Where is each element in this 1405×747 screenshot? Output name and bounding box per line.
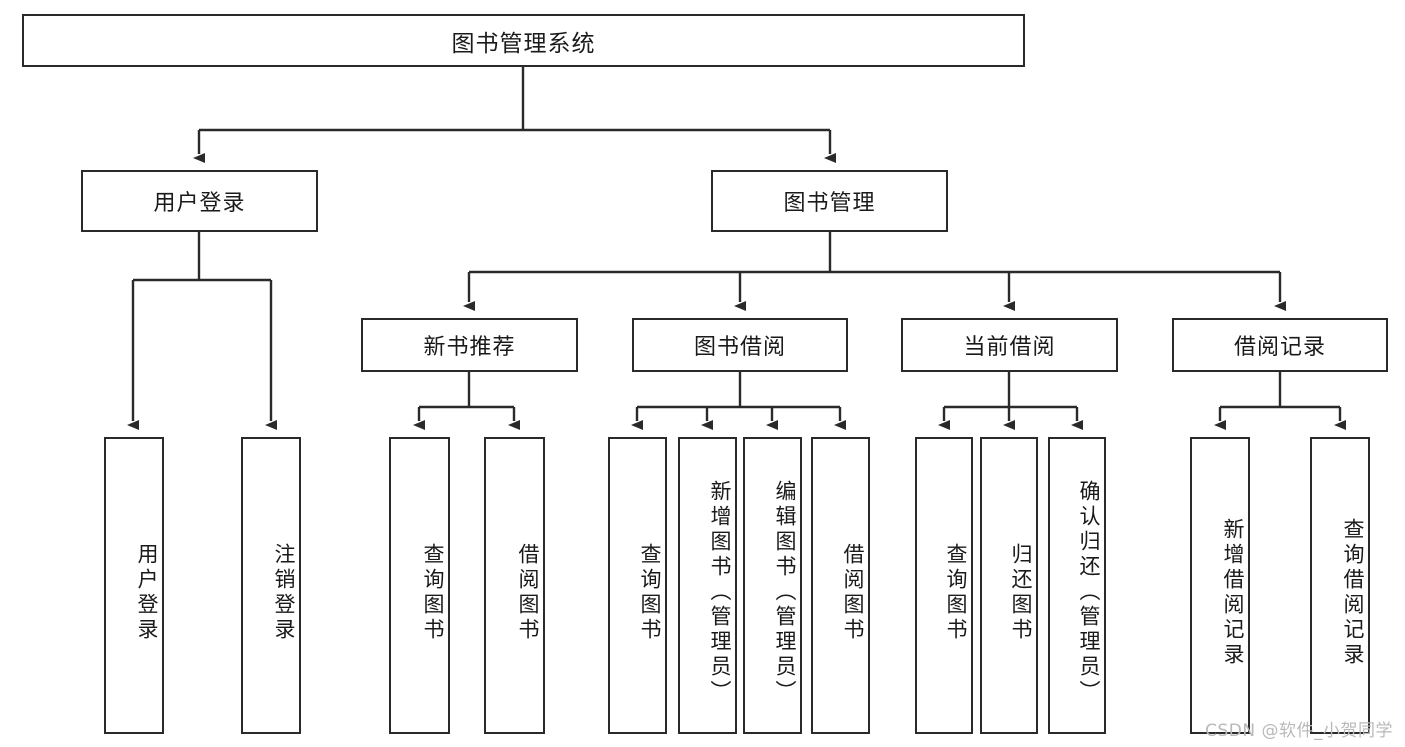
leaf-borrow-book[interactable]: 借阅图书 — [811, 437, 870, 734]
leaf-edit-book-admin[interactable]: 编辑图书（管理员） — [743, 437, 802, 734]
leaf-query-book-recommend[interactable]: 查询图书 — [389, 437, 450, 734]
leaf-query-book-borrow[interactable]: 查询图书 — [608, 437, 667, 734]
node-book-management[interactable]: 图书管理 — [711, 170, 948, 232]
node-root[interactable]: 图书管理系统 — [22, 14, 1025, 67]
leaf-user-login[interactable]: 用户登录 — [104, 437, 164, 734]
node-new-book-recommend[interactable]: 新书推荐 — [361, 318, 578, 372]
watermark: CSDN @软件_小贺同学 — [1205, 721, 1393, 741]
node-current-borrow[interactable]: 当前借阅 — [901, 318, 1118, 372]
leaf-return-book[interactable]: 归还图书 — [980, 437, 1038, 734]
leaf-query-book-current[interactable]: 查询图书 — [915, 437, 973, 734]
leaf-logout[interactable]: 注销登录 — [241, 437, 301, 734]
node-borrow-record[interactable]: 借阅记录 — [1172, 318, 1388, 372]
leaf-query-borrow-record[interactable]: 查询借阅记录 — [1310, 437, 1370, 734]
node-user-login[interactable]: 用户登录 — [81, 170, 318, 232]
leaf-borrow-book-recommend[interactable]: 借阅图书 — [484, 437, 545, 734]
leaf-confirm-return-admin[interactable]: 确认归还（管理员） — [1048, 437, 1106, 734]
node-book-borrow[interactable]: 图书借阅 — [632, 318, 848, 372]
leaf-add-borrow-record[interactable]: 新增借阅记录 — [1190, 437, 1250, 734]
leaf-add-book-admin[interactable]: 新增图书（管理员） — [678, 437, 737, 734]
